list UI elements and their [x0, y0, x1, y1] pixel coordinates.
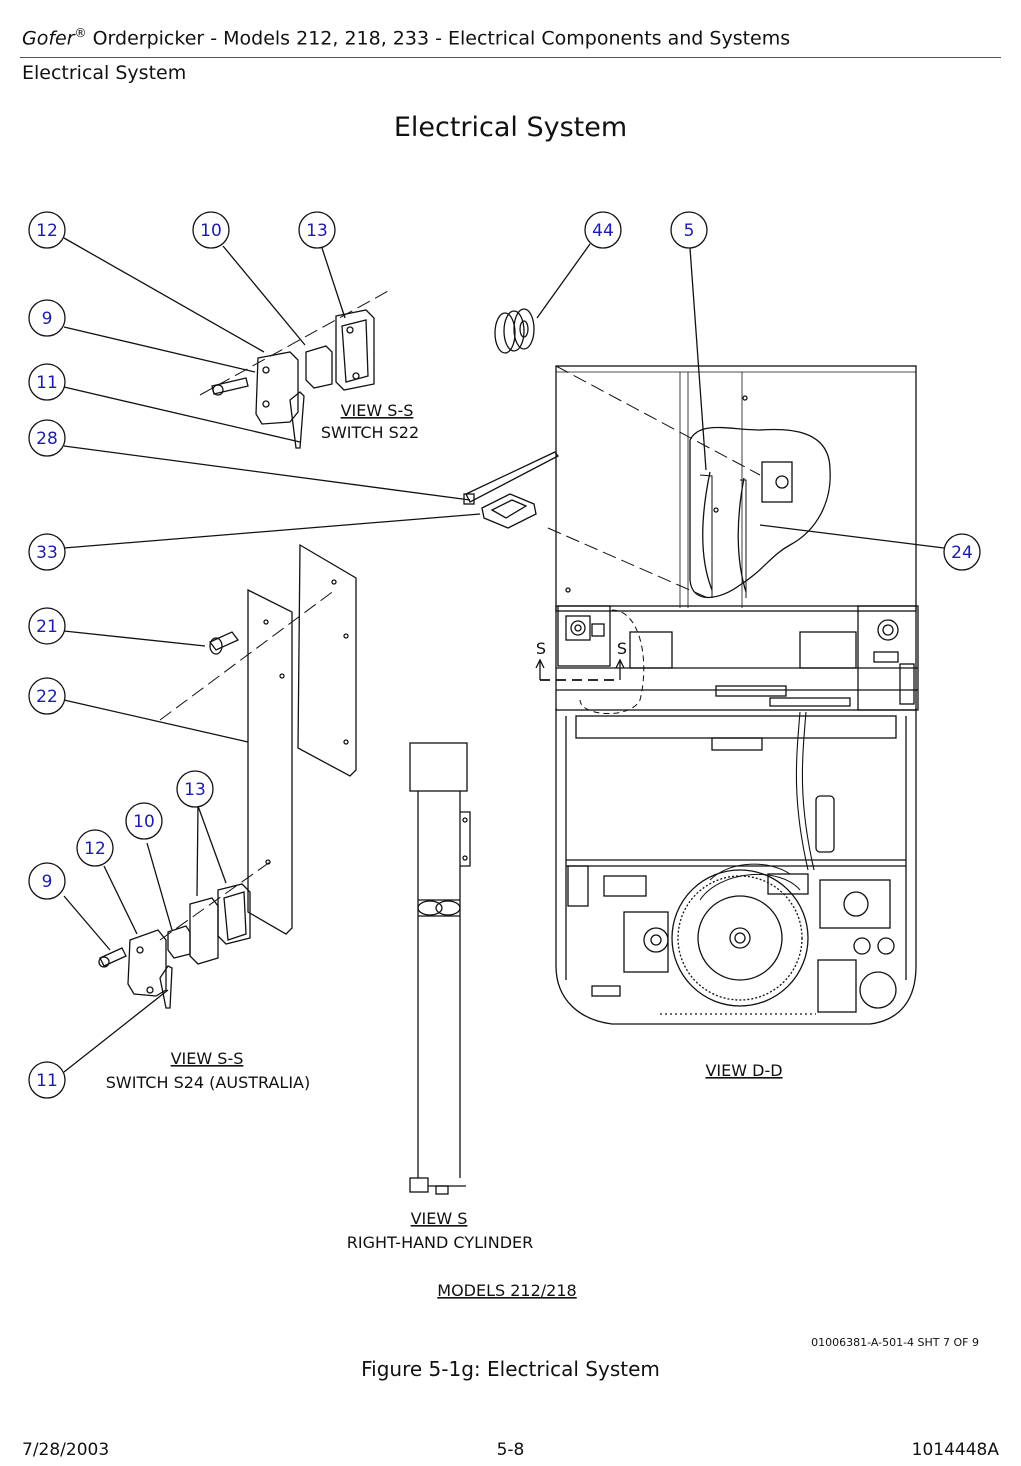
view-s-label: VIEW S	[411, 1209, 468, 1228]
callout-12-bottom: 12	[84, 839, 106, 859]
callout-11-top: 11	[36, 373, 58, 393]
callout-5: 5	[684, 221, 695, 241]
footer-doc-number: 1014448A	[911, 1440, 999, 1460]
callout-44: 44	[592, 221, 614, 241]
callout-24: 24	[951, 543, 973, 563]
view-ss-bottom-label: VIEW S-S	[171, 1049, 244, 1068]
callout-11-bottom: 11	[36, 1071, 58, 1091]
right-hand-cylinder-label: RIGHT-HAND CYLINDER	[347, 1233, 534, 1252]
models-label: MODELS 212/218	[437, 1281, 576, 1300]
registered-mark: ®	[74, 26, 87, 40]
callout-9-bottom: 9	[42, 872, 53, 892]
header-title: Orderpicker - Models 212, 218, 233 - Ele…	[86, 27, 791, 50]
callout-10-top: 10	[200, 221, 222, 241]
callout-13-bottom: 13	[184, 780, 206, 800]
callout-10-bottom: 10	[133, 812, 155, 832]
page-title: Electrical System	[393, 112, 628, 143]
drawing-reference: 01006381-A-501-4 SHT 7 OF 9	[811, 1336, 979, 1349]
switch-s22-label: SWITCH S22	[321, 423, 419, 442]
callout-13-top: 13	[306, 221, 328, 241]
callout-22: 22	[36, 687, 58, 707]
callout-12-top: 12	[36, 221, 58, 241]
figure-caption: Figure 5-1g: Electrical System	[361, 1357, 660, 1381]
brand-name: Gofer	[22, 27, 75, 50]
view-ss-top-label: VIEW S-S	[341, 401, 414, 420]
callout-9-top: 9	[42, 309, 53, 329]
section-mark-s-right: S	[617, 639, 627, 658]
callout-21: 21	[36, 617, 58, 637]
section-name: Electrical System	[22, 62, 187, 84]
footer-page-number: 5-8	[496, 1440, 525, 1460]
section-mark-s-left: S	[536, 639, 546, 658]
callout-28: 28	[36, 429, 58, 449]
footer-date: 7/28/2003	[22, 1440, 110, 1460]
switch-s24-label: SWITCH S24 (AUSTRALIA)	[106, 1073, 310, 1092]
callout-33: 33	[36, 543, 58, 563]
document-header: Gofer® Orderpicker - Models 212, 218, 23…	[22, 26, 790, 49]
header-rule	[20, 57, 1001, 58]
view-dd-label: VIEW D-D	[705, 1061, 782, 1080]
